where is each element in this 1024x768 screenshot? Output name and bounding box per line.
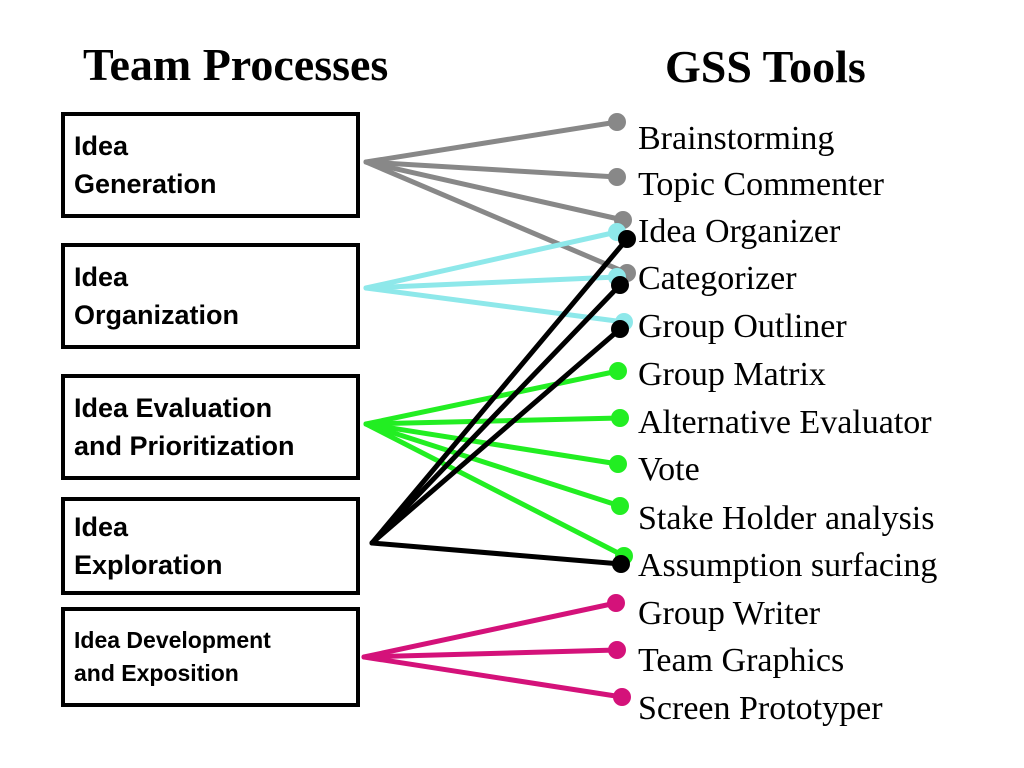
connector-endpoint-dot — [608, 113, 626, 131]
tool-label-vote: Vote — [638, 451, 700, 488]
connector-line — [363, 159, 626, 223]
process-label-line: Exploration — [74, 550, 223, 580]
process-box-idea-development: Idea Development and Exposition — [61, 607, 360, 707]
connector-endpoint-dot — [611, 276, 629, 294]
connector-line — [369, 326, 623, 546]
process-box-idea-generation: Idea Generation — [61, 112, 360, 218]
process-box-idea-organization: Idea Organization — [61, 243, 360, 349]
connector-endpoint-dot — [613, 688, 631, 706]
tool-label-screen-prototyper: Screen Prototyper — [638, 690, 883, 727]
tool-label-alternative-evaluator: Alternative Evaluator — [638, 404, 932, 441]
connector-endpoint-dot — [607, 594, 625, 612]
process-box-idea-exploration: Idea Exploration — [61, 497, 360, 595]
process-label-line: Idea — [74, 512, 129, 542]
process-box-idea-evaluation: Idea Evaluation and Prioritization — [61, 374, 360, 480]
process-label-line: Organization — [74, 300, 240, 330]
connector-line — [363, 421, 623, 509]
process-label-line: and Exposition — [74, 660, 239, 686]
connector-endpoint-dot — [608, 168, 626, 186]
connector-line — [363, 421, 621, 467]
connector-endpoint-dot — [609, 362, 627, 380]
tool-label-group-matrix: Group Matrix — [638, 356, 826, 393]
connector-line — [363, 415, 623, 427]
connector-line — [369, 282, 623, 546]
connector-endpoint-dot — [611, 320, 629, 338]
process-label-line: Generation — [74, 169, 217, 199]
tool-label-group-outliner: Group Outliner — [638, 308, 847, 345]
connector-endpoint-dot — [611, 497, 629, 515]
tool-label-topic-commenter: Topic Commenter — [638, 166, 884, 203]
process-label-line: Idea — [74, 262, 129, 292]
process-label-line: Idea Evaluation — [74, 393, 273, 423]
connector-line — [363, 274, 620, 291]
connector-line — [363, 159, 630, 276]
connector-endpoint-dot — [618, 230, 636, 248]
team-processes-heading: Team Processes — [83, 39, 389, 90]
tool-label-team-graphics: Team Graphics — [638, 642, 845, 679]
connector-line — [361, 647, 620, 660]
connector-line — [361, 654, 625, 700]
connector-endpoint-dot — [612, 555, 630, 573]
tool-label-group-writer: Group Writer — [638, 595, 821, 632]
tool-label-stake-holder-analysis: Stake Holder analysis — [638, 500, 935, 537]
connector-line — [363, 229, 620, 291]
connector-line — [363, 421, 627, 559]
connector-line — [363, 159, 620, 180]
connector-line — [363, 119, 620, 165]
connector-endpoint-dot — [609, 455, 627, 473]
connector-line — [369, 540, 624, 567]
connector-line — [369, 236, 630, 546]
tool-label-brainstorming: Brainstorming — [638, 120, 835, 157]
connector-line — [363, 285, 627, 325]
tool-label-categorizer: Categorizer — [638, 260, 797, 297]
process-label-line: Idea — [74, 131, 129, 161]
connector-line — [361, 600, 619, 660]
tool-label-idea-organizer: Idea Organizer — [638, 213, 841, 250]
process-label-line: and Prioritization — [74, 431, 295, 461]
connector-endpoint-dot — [608, 641, 626, 659]
gss-tools-heading: GSS Tools — [665, 41, 866, 92]
tool-label-assumption-surfacing: Assumption surfacing — [638, 547, 938, 584]
process-label-line: Idea Development — [74, 627, 271, 653]
connector-endpoint-dot — [611, 409, 629, 427]
